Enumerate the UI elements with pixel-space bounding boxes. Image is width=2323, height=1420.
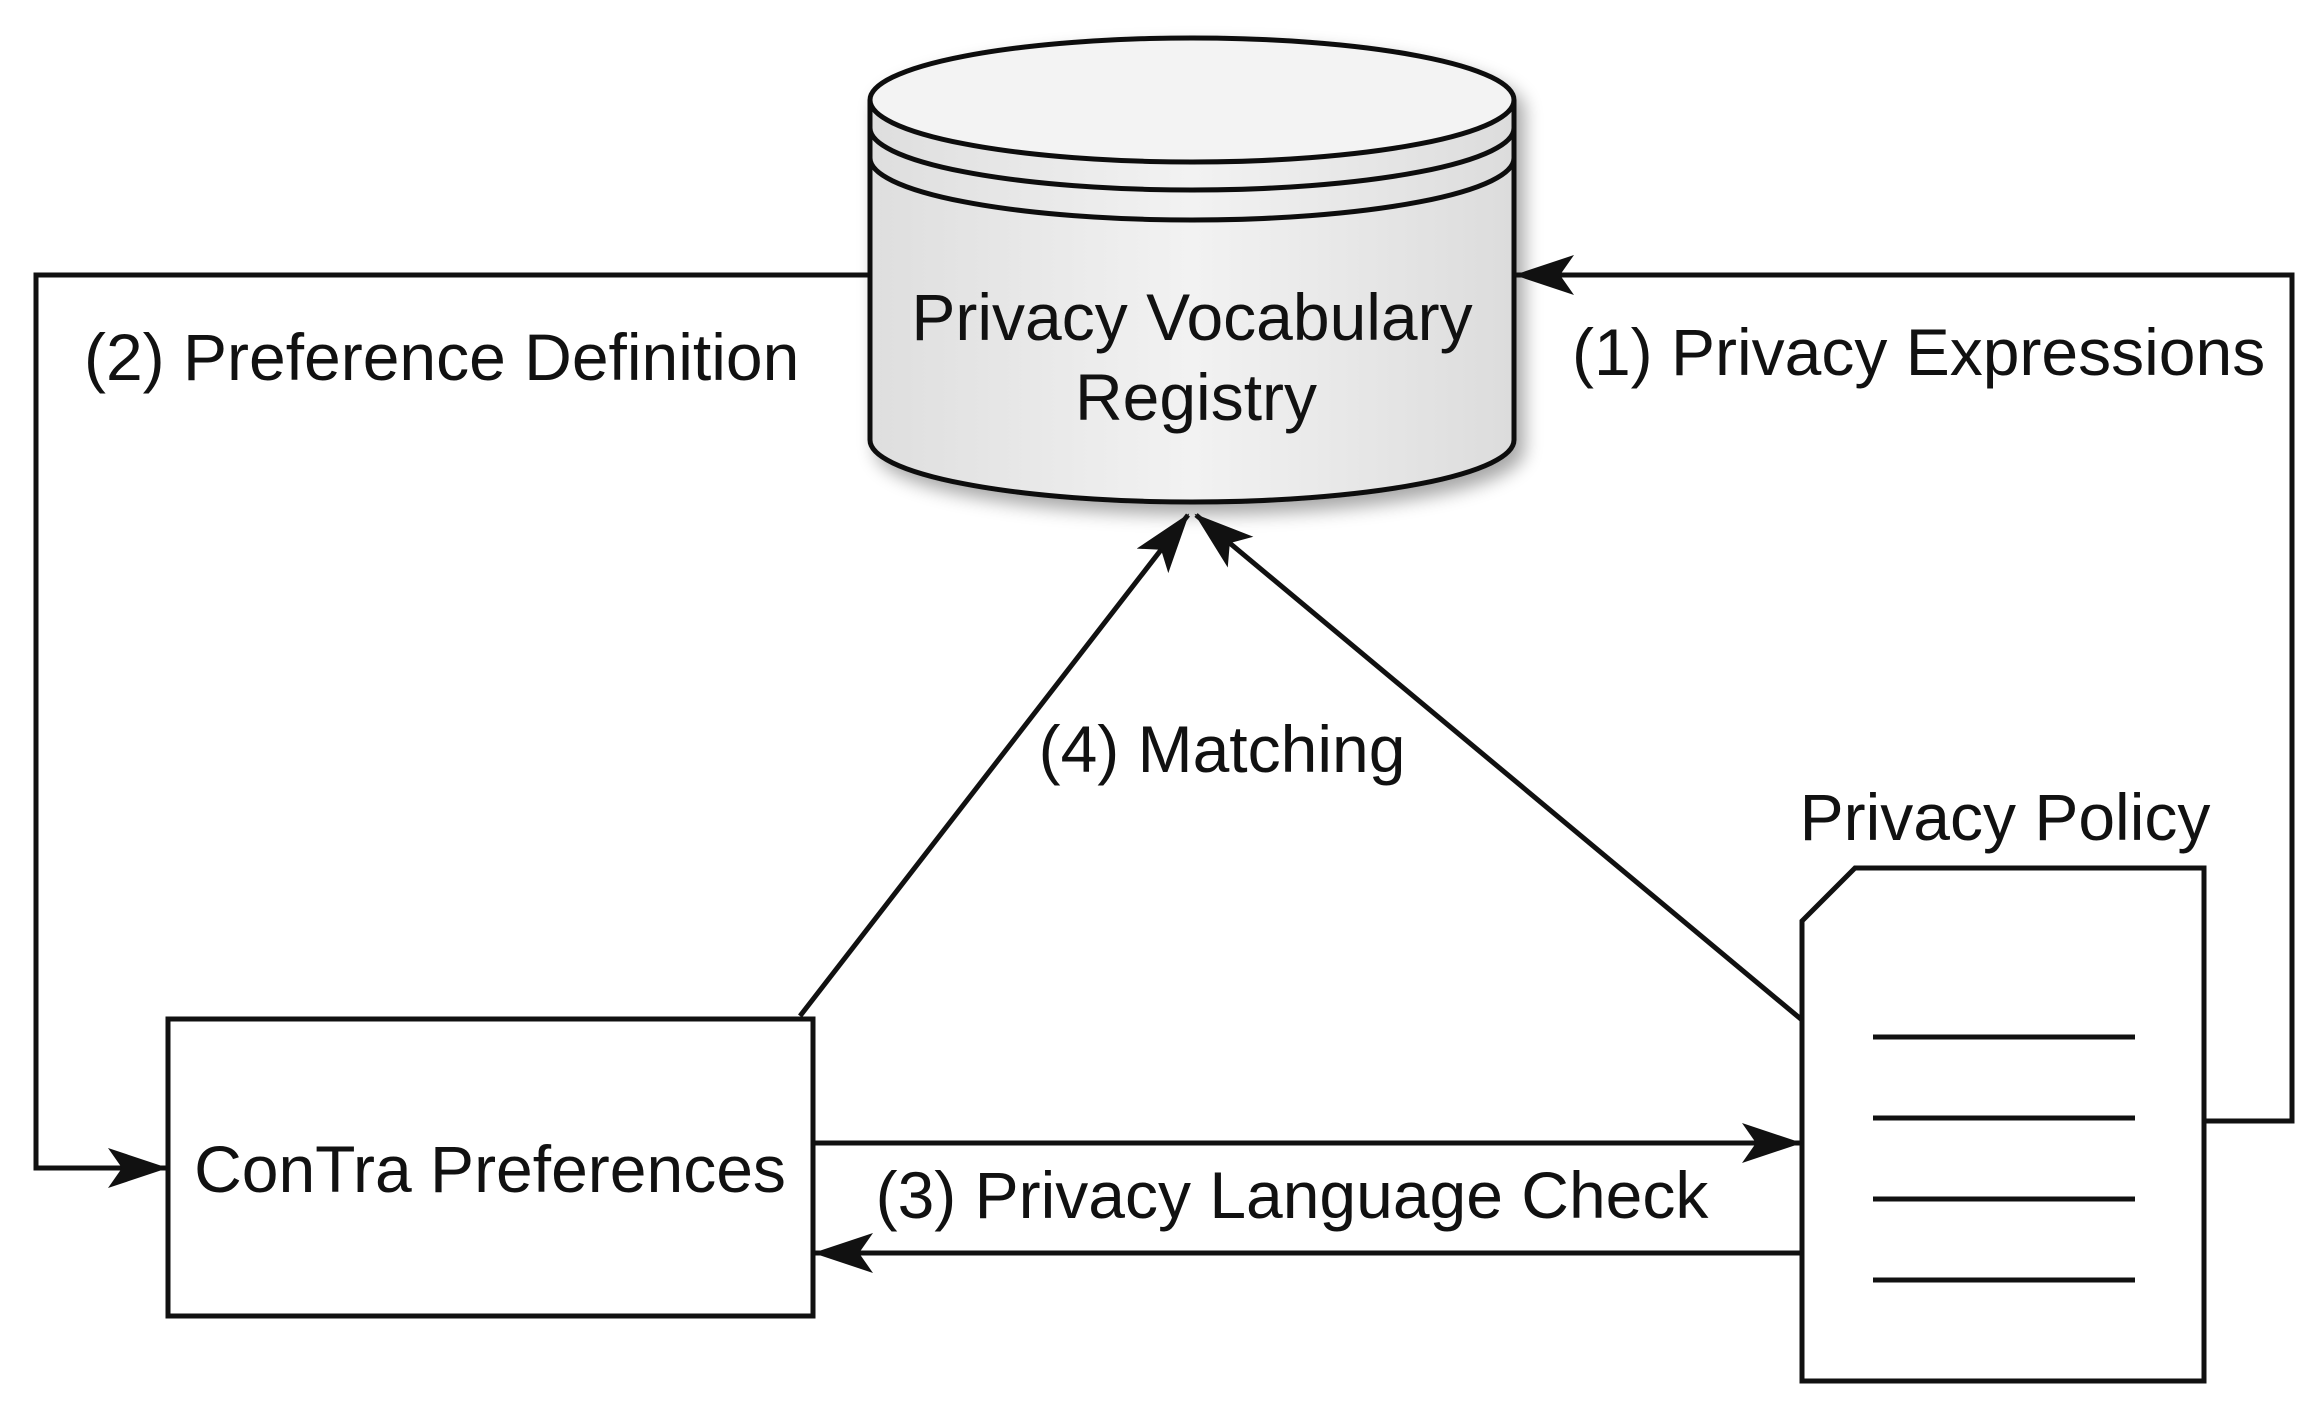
arrow-privacy-expressions — [1514, 255, 2295, 1124]
arrow-matching-from-policy — [1194, 513, 1804, 1022]
contra-preferences-box — [165, 1016, 816, 1319]
arrow-matching-from-contra — [798, 513, 1190, 1018]
label-privacy-language-check: (3) Privacy Language Check — [876, 1158, 1710, 1232]
contra-preferences-label: ConTra Preferences — [194, 1132, 786, 1206]
registry-cylinder-body — [867, 100, 1517, 505]
label-preference-definition: (2) Preference Definition — [84, 320, 799, 394]
registry-label-line1: Privacy Vocabulary — [911, 280, 1472, 354]
label-privacy-expressions: (1) Privacy Expressions — [1572, 315, 2265, 389]
privacy-policy-title: Privacy Policy — [1800, 780, 2211, 854]
privacy-vocabulary-registry — [867, 35, 1517, 505]
registry-cylinder-ring-1 — [867, 127, 1517, 193]
label-matching: (4) Matching — [1039, 712, 1406, 786]
registry-label-line2: Registry — [1075, 360, 1317, 434]
arrow-preference-definition — [33, 272, 868, 1188]
privacy-policy-page — [1799, 865, 2207, 1384]
privacy-policy-document — [1799, 865, 2207, 1384]
registry-cylinder-ring-2 — [867, 157, 1517, 223]
registry-cylinder-top — [867, 35, 1517, 165]
